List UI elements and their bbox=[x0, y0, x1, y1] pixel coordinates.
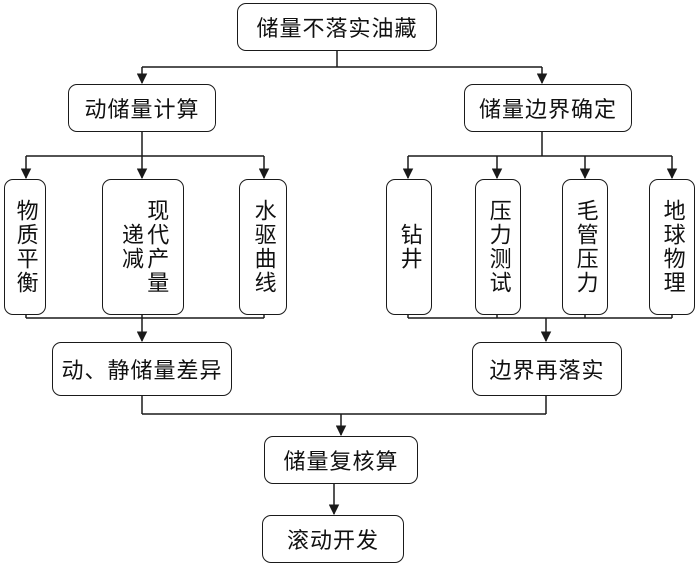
boundary-reimpl-node: 边界再落实 bbox=[472, 342, 622, 396]
pressure-test-node: 压力测试 bbox=[475, 179, 521, 315]
root-label: 储量不落实油藏 bbox=[256, 17, 418, 42]
drilling-label: 钻井 bbox=[396, 223, 422, 271]
water-drive-label: 水驱曲线 bbox=[250, 199, 276, 295]
rolling-dev-node: 滚动开发 bbox=[262, 515, 404, 563]
dynamic-calc-label: 动储量计算 bbox=[84, 98, 200, 123]
root-node: 储量不落实油藏 bbox=[237, 3, 437, 51]
modern-decline-node: 现代产量递减 bbox=[102, 179, 184, 315]
reserve-recheck-node: 储量复核算 bbox=[264, 436, 418, 484]
reserve-recheck-label: 储量复核算 bbox=[283, 450, 399, 475]
geophysics-node: 地球物理 bbox=[649, 179, 695, 315]
material-balance-node: 物质平衡 bbox=[4, 179, 46, 315]
boundary-confirm-node: 储量边界确定 bbox=[464, 84, 632, 132]
reserve-diff-label: 动、静储量差异 bbox=[61, 359, 223, 384]
boundary-reimpl-label: 边界再落实 bbox=[489, 359, 605, 384]
geophysics-label: 地球物理 bbox=[659, 199, 685, 295]
boundary-confirm-label: 储量边界确定 bbox=[478, 98, 617, 123]
material-balance-label: 物质平衡 bbox=[12, 199, 38, 295]
drilling-node: 钻井 bbox=[386, 179, 432, 315]
reserve-diff-node: 动、静储量差异 bbox=[52, 342, 232, 396]
rolling-dev-label: 滚动开发 bbox=[286, 529, 379, 554]
capillary-pressure-node: 毛管压力 bbox=[562, 179, 608, 315]
capillary-pressure-label: 毛管压力 bbox=[572, 199, 598, 295]
pressure-test-label: 压力测试 bbox=[485, 199, 511, 295]
dynamic-calc-node: 动储量计算 bbox=[68, 84, 216, 132]
water-drive-node: 水驱曲线 bbox=[239, 179, 287, 315]
modern-decline-label: 现代产量递减 bbox=[118, 199, 169, 295]
